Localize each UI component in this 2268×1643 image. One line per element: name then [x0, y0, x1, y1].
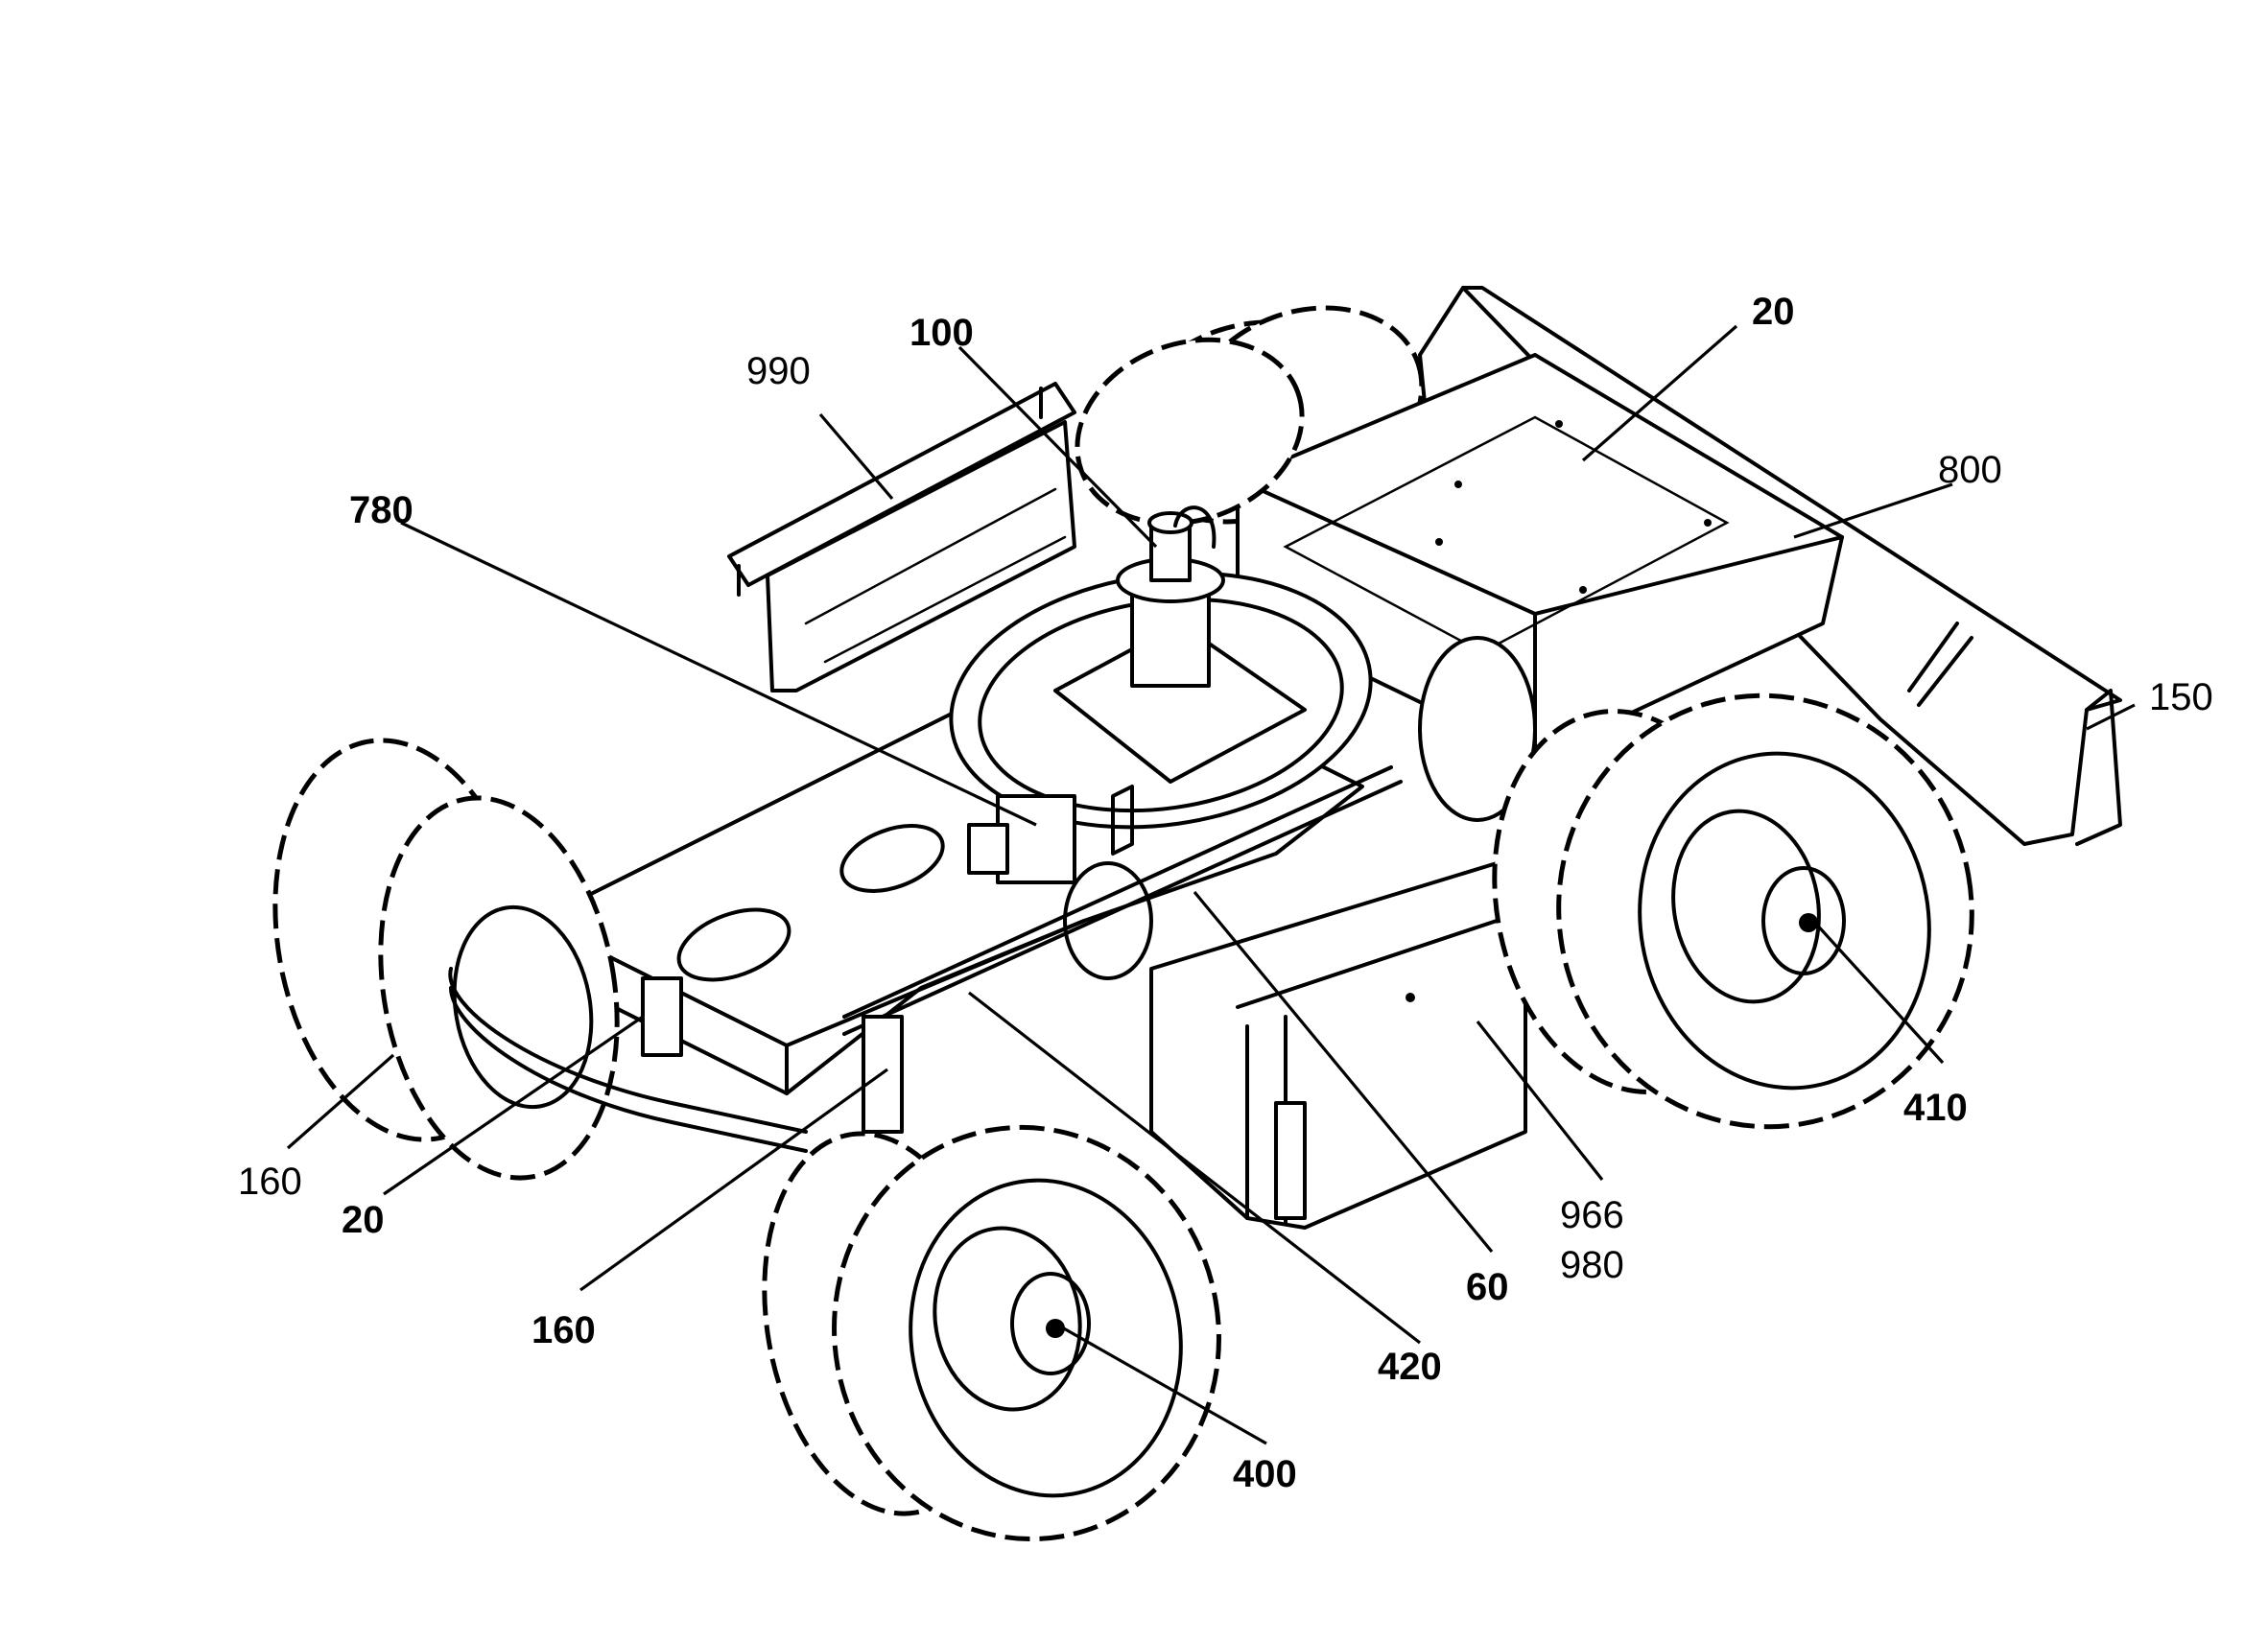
callout-980: 980 — [1560, 1244, 1624, 1286]
callout-150: 150 — [2149, 676, 2213, 718]
callout-966: 966 — [1560, 1194, 1624, 1236]
callout-400: 400 — [1233, 1453, 1297, 1495]
rear-box-966 — [1149, 861, 1527, 1230]
callout-420: 420 — [1378, 1346, 1442, 1388]
engine-housing — [1236, 353, 1844, 760]
callout-20-left: 20 — [342, 1199, 385, 1241]
callout-160-left: 160 — [238, 1161, 302, 1203]
callout-410: 410 — [1903, 1087, 1968, 1129]
drive-shaft — [842, 636, 1537, 1036]
callout-100: 100 — [910, 312, 974, 354]
wheel-rear-right — [1492, 692, 1974, 1130]
callout-990: 990 — [746, 350, 811, 392]
turntable — [949, 505, 1373, 830]
callout-60: 60 — [1466, 1266, 1509, 1308]
leader-lines — [286, 324, 2136, 1445]
callout-780: 780 — [349, 489, 413, 531]
chassis-drawing — [272, 286, 2122, 1542]
valve-block-780 — [967, 785, 1134, 884]
callout-160-bottom: 160 — [532, 1309, 596, 1351]
callout-labels: 990 100 20 800 780 150 410 160 20 966 98… — [238, 291, 2213, 1495]
upper-frame-990 — [727, 382, 1076, 692]
wheel-front-right — [762, 1124, 1221, 1542]
wheel-front-left — [272, 738, 620, 1181]
callout-20-top: 20 — [1752, 291, 1795, 333]
callout-800: 800 — [1938, 449, 2002, 491]
front-steering-linkage — [448, 967, 904, 1153]
